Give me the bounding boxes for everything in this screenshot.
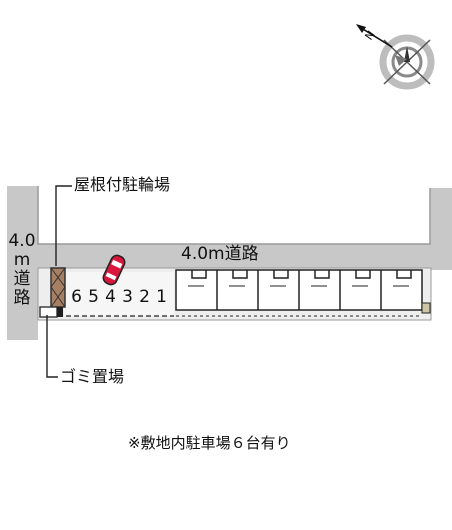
car-icon xyxy=(102,254,126,286)
roof-bicycle-parking-label: 屋根付駐輪場 xyxy=(74,175,171,194)
compass-icon xyxy=(356,24,435,90)
road-left-label: 4.0m道路 xyxy=(8,231,36,308)
parking-slot-6: 6 xyxy=(71,287,82,307)
road xyxy=(7,186,452,530)
garbage-area xyxy=(39,306,58,318)
parking-slot-3: 3 xyxy=(122,287,133,307)
parking-slot-5: 5 xyxy=(88,287,99,307)
parking-slot-1: 1 xyxy=(156,287,167,307)
garbage-label: ゴミ置場 xyxy=(60,367,125,386)
parking-note: ※敷地内駐車場６台有り xyxy=(128,434,291,452)
roof-bicycle-parking xyxy=(50,267,66,308)
parking-slot-4: 4 xyxy=(105,287,116,307)
road-top-label: 4.0m道路 xyxy=(181,244,259,264)
apartment-building xyxy=(175,269,431,317)
parking-slot-2: 2 xyxy=(139,287,150,307)
